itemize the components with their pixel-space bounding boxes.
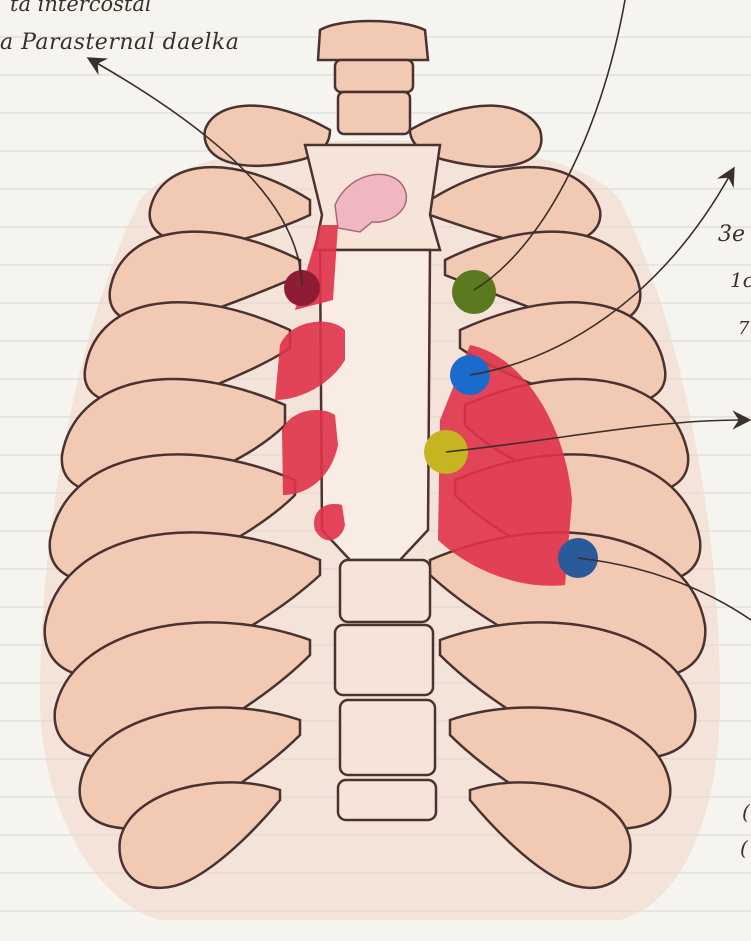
- spine: [335, 560, 436, 820]
- right-edge-fragment-2: 1c: [730, 268, 751, 292]
- right-edge-fragment-5: (: [740, 836, 748, 860]
- right-edge-fragment-3: 7: [738, 318, 749, 339]
- right-edge-fragment-4: (: [742, 800, 750, 824]
- pulmonic-point: [452, 270, 496, 314]
- top-handwritten-note: ta intercostal: [10, 0, 152, 16]
- parasternal-label: a Parasternal daelka: [0, 30, 239, 55]
- right-edge-fragment-1: 3e: [718, 222, 745, 247]
- top-vertebra: [318, 21, 428, 134]
